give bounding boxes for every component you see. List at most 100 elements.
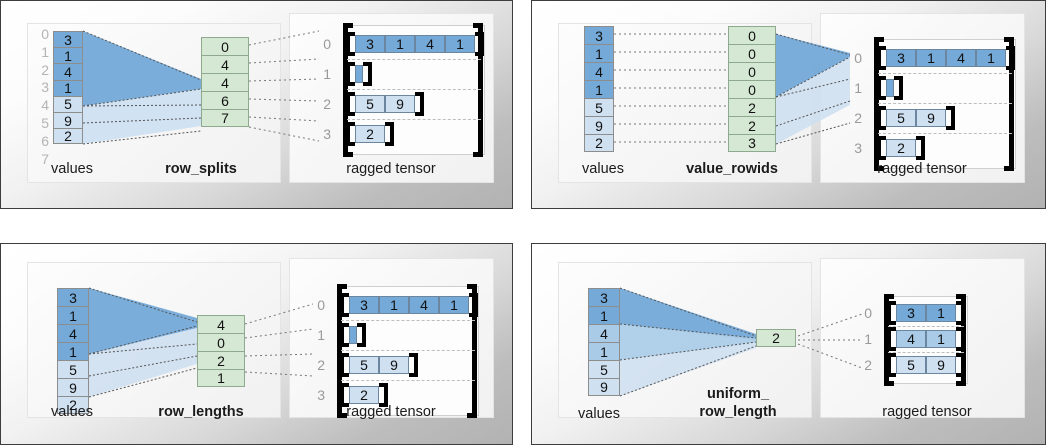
key-cell: 0 (728, 44, 776, 62)
value-cell: 4 (584, 62, 614, 80)
tensor-cell: 4 (409, 296, 439, 314)
tensor-row-label: 2 (854, 110, 862, 126)
outer-bracket-left (343, 23, 353, 157)
tensor-cell: 9 (926, 356, 956, 374)
tensor-cell: 4 (946, 49, 976, 67)
tensor-row-label: 1 (317, 327, 325, 343)
tensor-cell: 1 (976, 49, 1006, 67)
tensor-row-label: 2 (323, 96, 331, 112)
tensor-cell: 2 (349, 386, 379, 404)
outer-bracket-right (1004, 37, 1014, 171)
row-bracket-left (340, 323, 349, 347)
value-cell: 1 (57, 306, 89, 324)
row-bracket-left (346, 32, 355, 56)
row-separator (341, 320, 475, 321)
row-separator (888, 352, 964, 353)
row-bracket-right (946, 106, 955, 130)
outer-bracket-left (337, 284, 347, 418)
value-cell: 9 (53, 111, 83, 129)
key-caption: value_rowids (686, 161, 778, 177)
row-bracket-left (877, 106, 886, 130)
row-bracket-left (340, 353, 349, 377)
tensor-row-label: 1 (323, 66, 331, 82)
row-bracket-left (340, 383, 349, 407)
outer-bracket-left (874, 37, 884, 171)
value-cell: 9 (588, 378, 620, 396)
key-cell: 4 (201, 55, 249, 73)
value-cell: 5 (53, 95, 83, 112)
row-bracket-right (894, 76, 903, 100)
row-bracket-left (887, 301, 896, 325)
key-caption: row_splits (165, 161, 237, 177)
tensor-cell: 1 (439, 296, 469, 314)
row-bracket-left (887, 353, 896, 377)
row-separator (878, 103, 1012, 104)
tensor-cell: 1 (445, 35, 475, 53)
row-bracket-right (475, 32, 484, 56)
key-cell: 0 (201, 37, 249, 55)
row-bracket-right (363, 62, 372, 86)
key-cell: 7 (201, 109, 249, 127)
tensor-cell: 2 (886, 139, 916, 157)
key-cell: 4 (197, 315, 245, 333)
value-cell: 1 (53, 79, 83, 96)
tensor-row-label: 1 (854, 80, 862, 96)
key-cell: 3 (728, 134, 776, 152)
row-bracket-right (1006, 46, 1015, 70)
values-caption: values (582, 161, 624, 177)
value-cell: 3 (584, 26, 614, 44)
key-cell: 4 (201, 73, 249, 91)
tensor-cell: 9 (379, 356, 409, 374)
row-bracket-left (877, 136, 886, 160)
value-cell: 2 (53, 128, 83, 145)
outer-bracket-right (473, 23, 483, 157)
empty-row-cell (349, 326, 357, 344)
row-bracket-left (346, 122, 355, 146)
tensor-row-label: 1 (864, 331, 872, 347)
value-cell: 5 (584, 98, 614, 116)
empty-row-cell (355, 65, 363, 83)
empty-row-cell (886, 79, 894, 97)
row-bracket-left (877, 46, 886, 70)
value-cell: 4 (588, 324, 620, 342)
row-bracket-right (956, 353, 965, 377)
value-cell: 3 (588, 288, 620, 306)
values-caption: values (51, 161, 93, 177)
row-separator (347, 59, 481, 60)
value-cell: 1 (584, 44, 614, 62)
tensor-row-label: 2 (317, 357, 325, 373)
value-cell: 1 (584, 80, 614, 98)
value-cell: 1 (57, 342, 89, 360)
value-cell: 4 (57, 324, 89, 342)
value-cell: 9 (57, 378, 89, 396)
row-bracket-left (346, 62, 355, 86)
row-bracket-right (956, 301, 965, 325)
tensor-cell: 5 (349, 356, 379, 374)
value-cell: 2 (584, 134, 614, 152)
tensor-cell: 3 (886, 49, 916, 67)
tensor-caption: ragged tensor (346, 161, 436, 177)
row-separator (341, 350, 475, 351)
mapping-fan-value-rowids (614, 33, 851, 145)
outer-bracket-left (884, 294, 894, 386)
uniform-row-length-column: 2 (756, 329, 796, 347)
tensor-cell: 2 (355, 125, 385, 143)
value-index-label: 3 (41, 79, 49, 96)
tensor-cell: 1 (926, 330, 956, 348)
tensor-cell: 4 (415, 35, 445, 53)
tensor-cell: 1 (916, 49, 946, 67)
tensor-cell: 1 (379, 296, 409, 314)
value-cell: 4 (53, 63, 83, 80)
tensor-caption: ragged tensor (346, 404, 436, 420)
value-index-label: 5 (41, 115, 49, 131)
key-cell: 1 (197, 369, 245, 387)
key-cell: 6 (201, 91, 249, 109)
value-index-label: 6 (41, 132, 49, 149)
value-cell: 2 (57, 396, 89, 414)
value-cell: 3 (53, 31, 83, 48)
mapping-fan-row-lengths (88, 287, 314, 398)
